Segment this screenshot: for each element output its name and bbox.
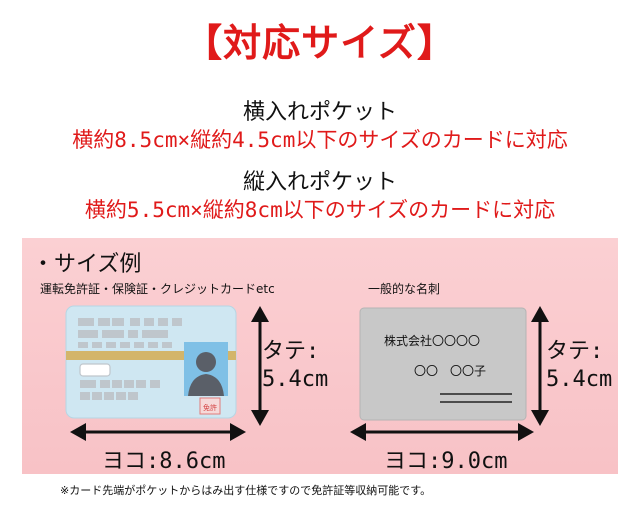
license-caption: 運転免許証・保険証・クレジットカードetc: [40, 282, 275, 296]
business-height-label: タテ:: [546, 339, 604, 364]
license-height-arrow: [251, 306, 269, 426]
vertical-pocket-heading: 縦入れポケット: [242, 170, 397, 195]
business-card-caption: 一般的な名刺: [368, 282, 441, 296]
business-width-label: ヨコ:9.0cm: [384, 449, 508, 474]
license-height-value: 5.4cm: [262, 367, 329, 392]
business-height-arrow: [531, 306, 549, 426]
license-width-label: ヨコ:8.6cm: [102, 449, 226, 474]
horizontal-pocket-desc: 横約8.5cm×縦約4.5cm以下のサイズのカードに対応: [72, 128, 568, 152]
business-width-arrow: [350, 423, 534, 441]
business-card-illustration: [359, 307, 527, 421]
license-stamp: 免許: [203, 403, 217, 412]
page-title: 【対応サイズ】: [184, 21, 456, 65]
business-height-value: 5.4cm: [546, 367, 613, 392]
license-card-illustration: [65, 305, 237, 419]
size-example-heading: ・サイズ例: [32, 252, 142, 277]
business-name: 〇〇 〇〇子: [414, 364, 487, 378]
vertical-pocket-desc: 横約5.5cm×縦約8cm以下のサイズのカードに対応: [84, 198, 556, 222]
license-width-arrow: [70, 423, 246, 441]
business-company: 株式会社〇〇〇〇: [384, 334, 481, 348]
horizontal-pocket-heading: 横入れポケット: [242, 100, 397, 125]
footnote: ※カード先端がポケットからはみ出す仕様ですので免許証等収納可能です。: [60, 484, 432, 497]
license-height-label: タテ:: [262, 339, 320, 364]
